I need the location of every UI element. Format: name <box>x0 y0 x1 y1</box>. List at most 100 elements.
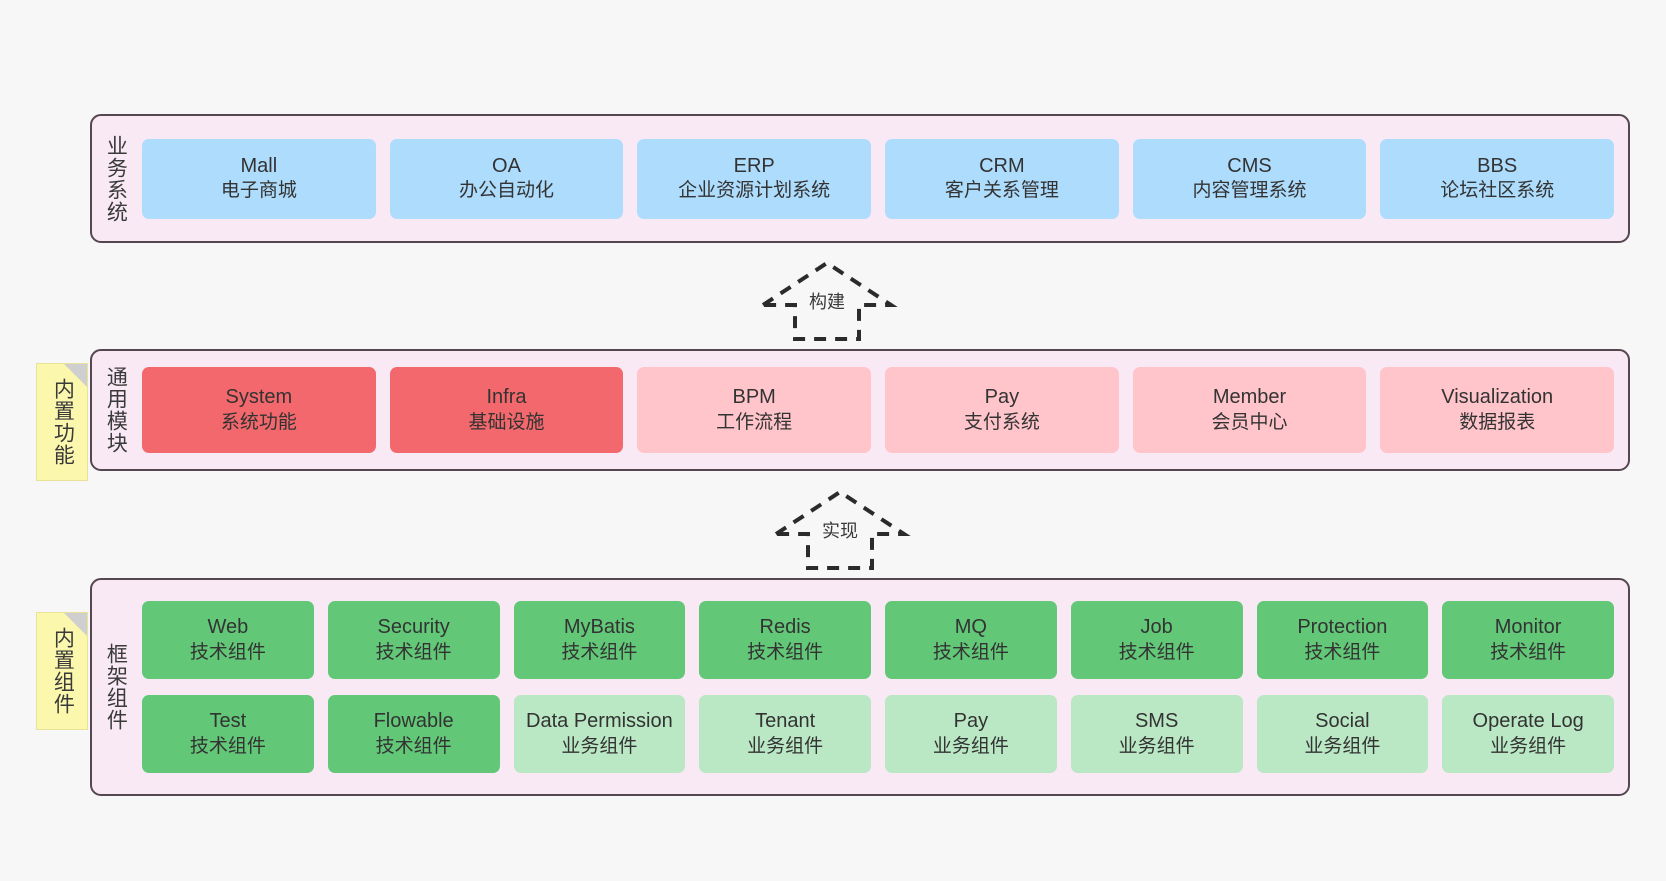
block-infra[interactable]: Infra 基础设施 <box>389 367 624 453</box>
layer-business-system-body: Mall 电子商城 OA 办公自动化 ERP 企业资源计划系统 CRM 客户关系… <box>138 116 1628 241</box>
block-mall[interactable]: Mall 电子商城 <box>142 138 376 219</box>
block-security[interactable]: Security 技术组件 <box>327 601 500 679</box>
block-data-permission[interactable]: Data Permission 业务组件 <box>513 695 686 773</box>
block-title: MQ <box>954 616 987 639</box>
block-cms[interactable]: CMS 内容管理系统 <box>1132 138 1367 219</box>
block-subtitle: 数据报表 <box>1459 411 1536 433</box>
block-subtitle: 企业资源计划系统 <box>678 180 831 202</box>
block-title: Pay <box>953 710 989 733</box>
block-subtitle: 技术组件 <box>747 641 824 663</box>
block-protection[interactable]: Protection 技术组件 <box>1256 601 1429 679</box>
block-flowable[interactable]: Flowable 技术组件 <box>327 695 500 773</box>
block-title: MyBatis <box>563 616 635 639</box>
sticky-fold-corner <box>64 364 87 387</box>
block-operate-log[interactable]: Operate Log 业务组件 <box>1442 695 1614 773</box>
block-mq[interactable]: MQ 技术组件 <box>885 601 1057 679</box>
sticky-note-builtin-features: 内置功能 <box>36 363 88 481</box>
business-block-row: Mall 电子商城 OA 办公自动化 ERP 企业资源计划系统 CRM 客户关系… <box>142 138 1615 219</box>
block-subtitle: 内容管理系统 <box>1192 180 1307 202</box>
block-subtitle: 系统功能 <box>220 411 297 433</box>
sticky-fold-corner <box>64 613 87 636</box>
block-subtitle: 技术组件 <box>375 641 452 663</box>
block-title: Web <box>207 616 249 639</box>
block-visualization[interactable]: Visualization 数据报表 <box>1380 367 1615 453</box>
block-title: CRM <box>979 154 1025 177</box>
block-title: Protection <box>1297 616 1388 639</box>
block-title: OA <box>492 154 521 177</box>
block-subtitle: 技术组件 <box>375 735 452 757</box>
block-subtitle: 技术组件 <box>189 641 266 663</box>
framework-block-row-tech: Web 技术组件 Security 技术组件 MyBatis 技术组件 Redi… <box>142 601 1614 679</box>
layer-framework-components: 框架组件 Web 技术组件 Security 技术组件 MyBatis 技术组件… <box>90 578 1630 796</box>
layer-framework-components-body: Web 技术组件 Security 技术组件 MyBatis 技术组件 Redi… <box>138 580 1628 794</box>
block-subtitle: 业务组件 <box>747 735 824 757</box>
block-subtitle: 支付系统 <box>963 411 1040 433</box>
block-subtitle: 客户关系管理 <box>944 180 1059 202</box>
block-oa[interactable]: OA 办公自动化 <box>389 138 624 219</box>
arrow-implement: 实现 <box>768 484 918 576</box>
block-pay-component[interactable]: Pay 业务组件 <box>885 695 1057 773</box>
block-title: Social <box>1315 710 1370 733</box>
block-sms[interactable]: SMS 业务组件 <box>1070 695 1243 773</box>
module-block-row: System 系统功能 Infra 基础设施 BPM 工作流程 Pay 支付系统… <box>142 367 1615 453</box>
block-erp[interactable]: ERP 企业资源计划系统 <box>637 138 872 219</box>
layer-business-system: 业务系统 Mall 电子商城 OA 办公自动化 ERP 企业资源计划系统 CRM… <box>90 114 1630 243</box>
block-title: SMS <box>1134 710 1179 733</box>
block-subtitle: 业务组件 <box>561 735 638 757</box>
block-title: Flowable <box>373 710 454 733</box>
layer-common-modules-body: System 系统功能 Infra 基础设施 BPM 工作流程 Pay 支付系统… <box>138 351 1628 469</box>
arrow-implement-label: 实现 <box>820 517 860 543</box>
sticky-note-label: 内置功能 <box>51 378 75 466</box>
block-test[interactable]: Test 技术组件 <box>142 695 314 773</box>
block-title: Member <box>1212 386 1287 409</box>
block-subtitle: 电子商城 <box>220 180 297 202</box>
framework-block-row-business: Test 技术组件 Flowable 技术组件 Data Permission … <box>142 695 1614 773</box>
layer-business-system-title: 业务系统 <box>104 134 128 223</box>
block-title: Redis <box>759 616 811 639</box>
block-tenant[interactable]: Tenant 业务组件 <box>699 695 871 773</box>
block-redis[interactable]: Redis 技术组件 <box>699 601 871 679</box>
block-web[interactable]: Web 技术组件 <box>142 601 314 679</box>
block-subtitle: 技术组件 <box>1304 641 1381 663</box>
block-title: Infra <box>486 386 527 409</box>
block-bpm[interactable]: BPM 工作流程 <box>637 367 872 453</box>
sticky-note-builtin-components: 内置组件 <box>36 612 88 730</box>
build-arrow-icon <box>756 260 898 341</box>
sticky-note-label: 内置组件 <box>51 627 75 715</box>
block-title: Operate Log <box>1472 710 1584 733</box>
block-subtitle: 基础设施 <box>468 411 545 433</box>
block-title: Pay <box>984 386 1020 409</box>
block-title: Security <box>377 616 450 639</box>
arrow-build: 构建 <box>755 255 905 347</box>
block-subtitle: 技术组件 <box>1118 641 1195 663</box>
block-title: Job <box>1140 616 1173 639</box>
block-subtitle: 论坛社区系统 <box>1440 180 1555 202</box>
block-title: Visualization <box>1441 386 1554 409</box>
block-monitor[interactable]: Monitor 技术组件 <box>1442 601 1614 679</box>
block-title: CMS <box>1227 154 1272 177</box>
block-title: System <box>225 386 293 409</box>
block-job[interactable]: Job 技术组件 <box>1070 601 1243 679</box>
implement-arrow-icon <box>769 489 911 570</box>
block-title: ERP <box>733 154 775 177</box>
block-bbs[interactable]: BBS 论坛社区系统 <box>1380 138 1615 219</box>
block-subtitle: 技术组件 <box>1490 641 1567 663</box>
block-member[interactable]: Member 会员中心 <box>1132 367 1367 453</box>
block-subtitle: 业务组件 <box>1490 735 1567 757</box>
block-title: Monitor <box>1494 616 1562 639</box>
block-mybatis[interactable]: MyBatis 技术组件 <box>513 601 686 679</box>
arrow-build-label: 构建 <box>807 288 847 314</box>
block-social[interactable]: Social 业务组件 <box>1256 695 1429 773</box>
block-title: Test <box>209 710 247 733</box>
block-pay-module[interactable]: Pay 支付系统 <box>885 367 1119 453</box>
block-crm[interactable]: CRM 客户关系管理 <box>885 138 1119 219</box>
block-system[interactable]: System 系统功能 <box>142 367 376 453</box>
block-subtitle: 技术组件 <box>932 641 1009 663</box>
block-subtitle: 业务组件 <box>1118 735 1195 757</box>
block-title: Mall <box>240 154 278 177</box>
layer-common-modules: 通用模块 System 系统功能 Infra 基础设施 BPM 工作流程 Pay… <box>90 349 1630 471</box>
block-subtitle: 工作流程 <box>716 411 793 433</box>
block-subtitle: 技术组件 <box>561 641 638 663</box>
block-title: Data Permission <box>526 710 673 733</box>
